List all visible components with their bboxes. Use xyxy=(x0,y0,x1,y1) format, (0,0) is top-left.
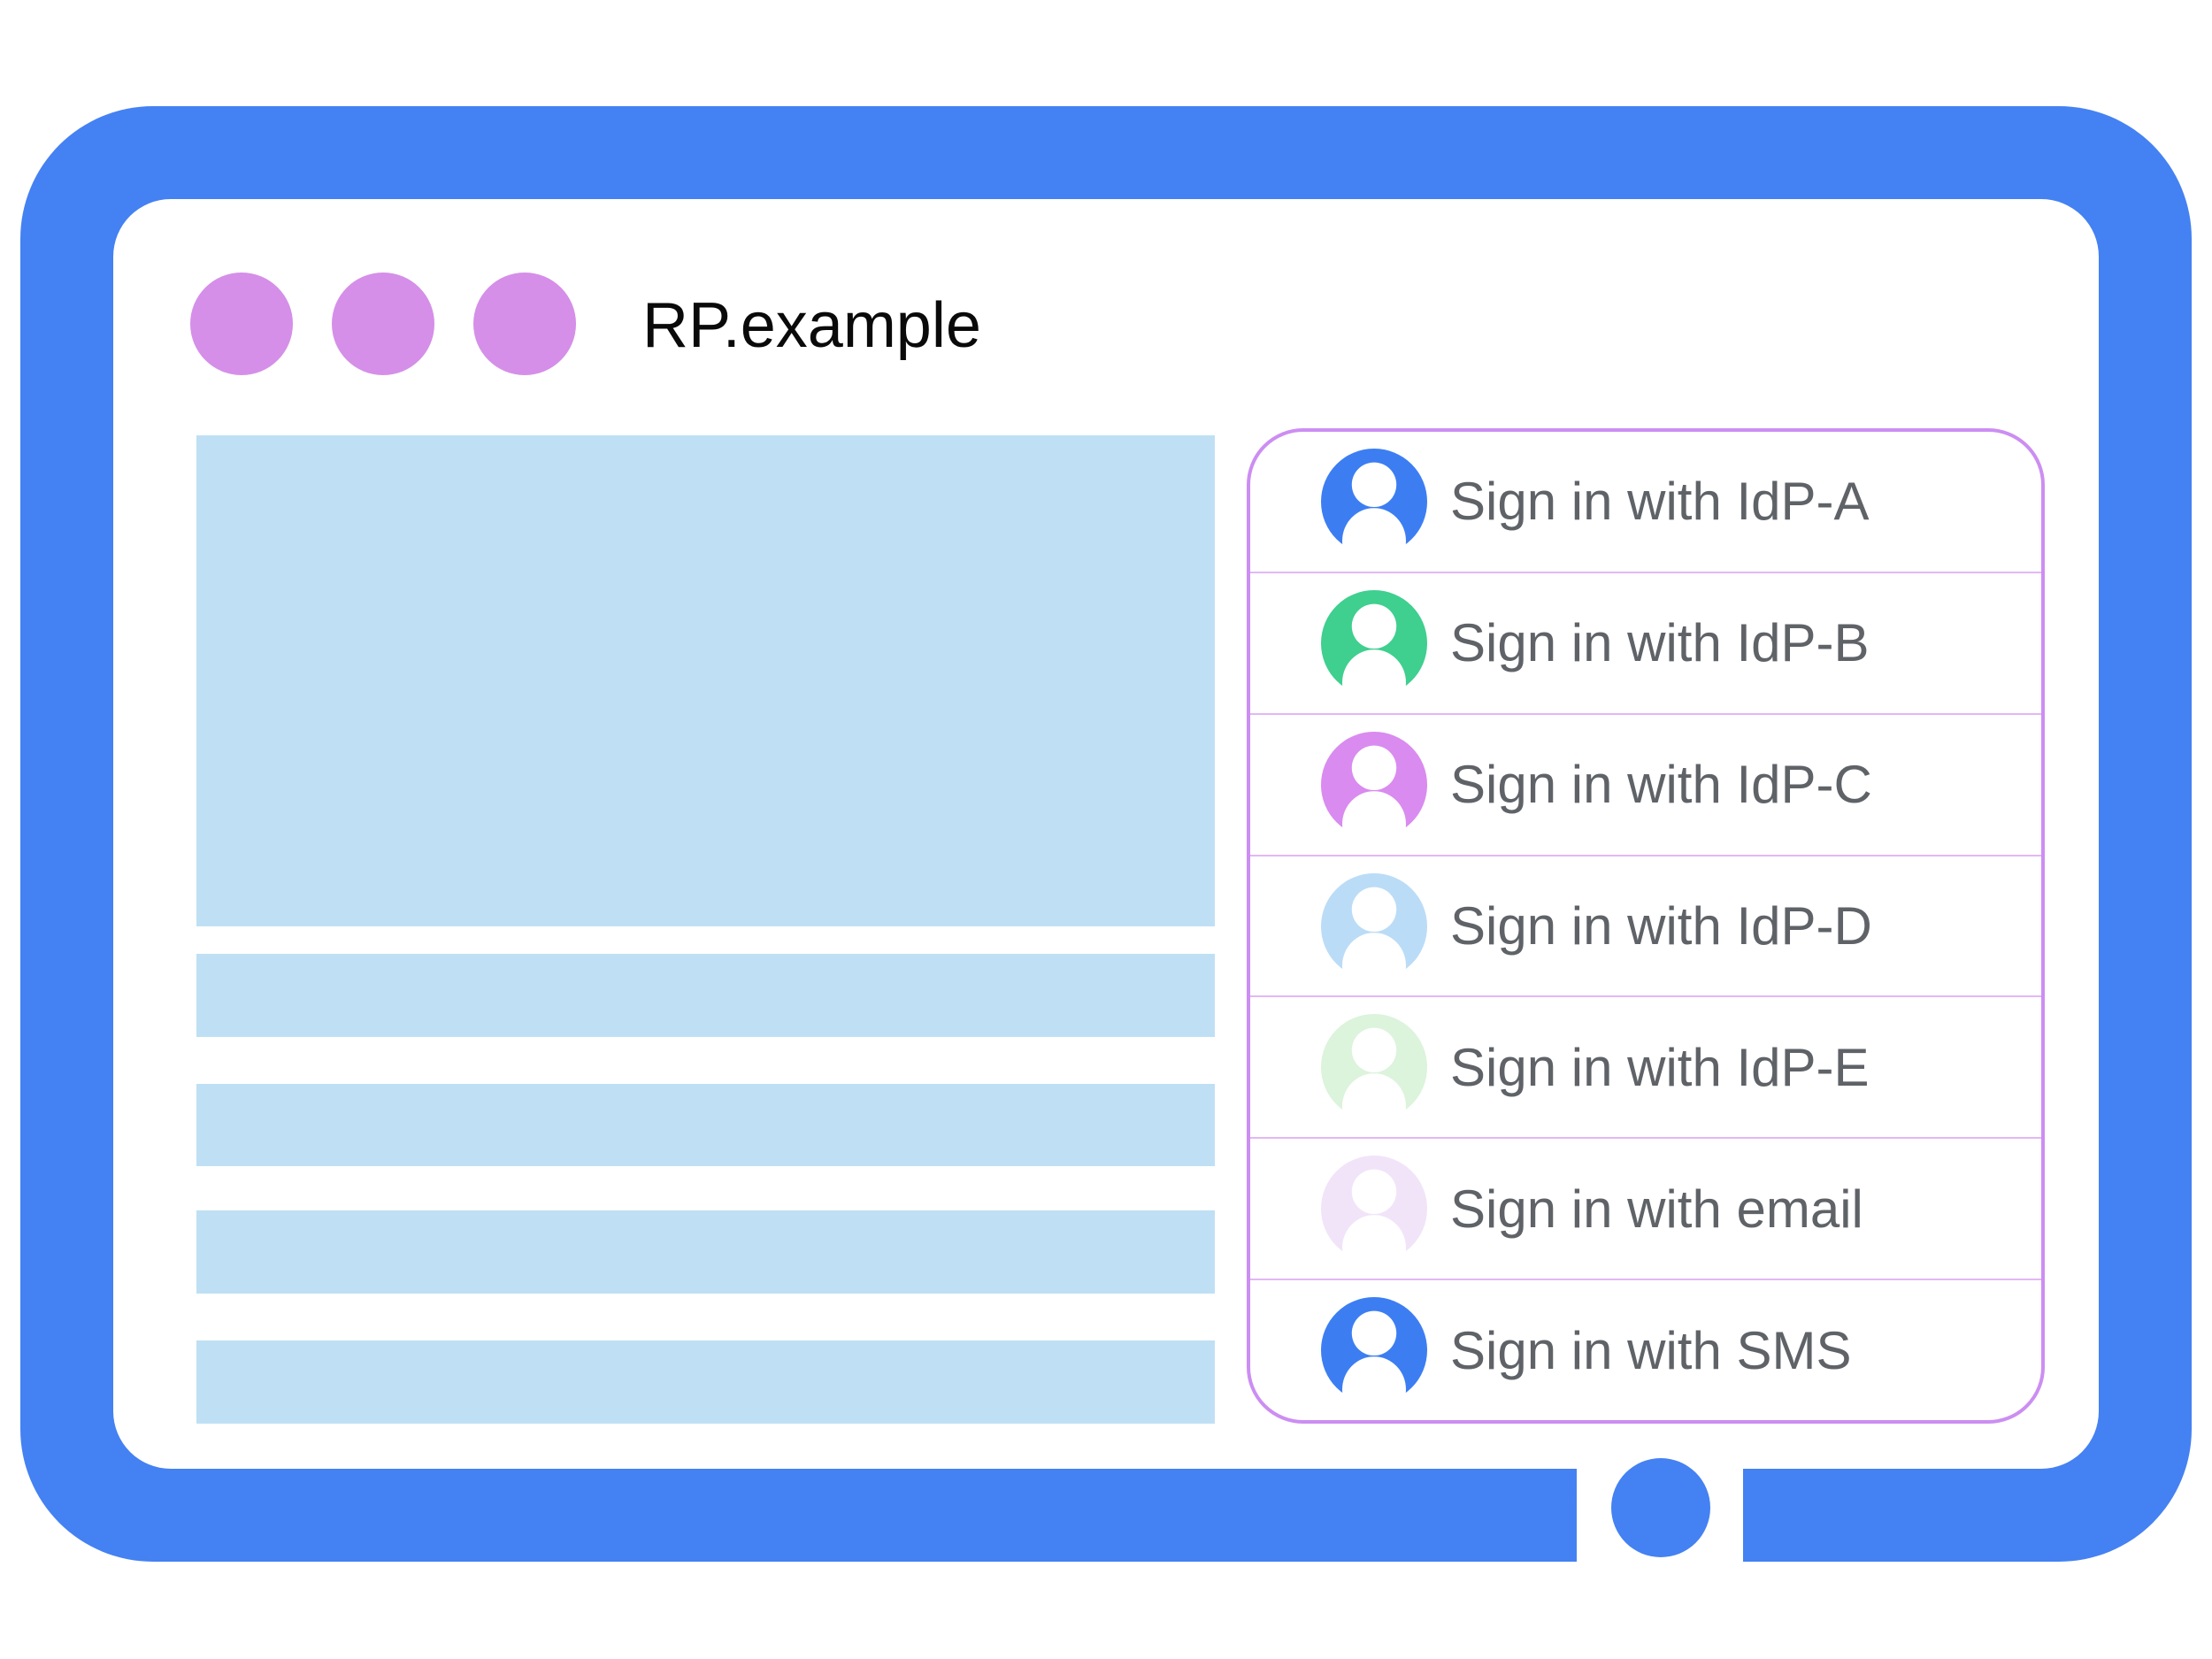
person-avatar-icon xyxy=(1321,1156,1427,1263)
signin-row-sms[interactable]: Sign in with SMS xyxy=(1250,1279,2041,1420)
signin-row-idp-a[interactable]: Sign in with IdP-A xyxy=(1250,432,2041,572)
content-line-placeholder xyxy=(196,954,1215,1037)
signin-label: Sign in with email xyxy=(1450,1179,1863,1239)
person-avatar-icon xyxy=(1321,1297,1427,1404)
content-line-placeholder xyxy=(196,1084,1215,1166)
person-avatar-icon xyxy=(1321,731,1427,838)
window-control-dot-icon[interactable] xyxy=(190,273,293,375)
content-hero-placeholder xyxy=(196,435,1215,926)
signin-label: Sign in with IdP-E xyxy=(1450,1037,1870,1097)
signin-panel: Sign in with IdP-A Sign in with IdP-B Si… xyxy=(1247,428,2045,1424)
signin-label: Sign in with SMS xyxy=(1450,1320,1852,1380)
signin-row-email[interactable]: Sign in with email xyxy=(1250,1137,2041,1279)
signin-row-idp-e[interactable]: Sign in with IdP-E xyxy=(1250,995,2041,1137)
signin-label: Sign in with IdP-A xyxy=(1450,472,1870,532)
signin-row-idp-b[interactable]: Sign in with IdP-B xyxy=(1250,571,2041,713)
window-control-dot-icon[interactable] xyxy=(473,273,576,375)
signin-label: Sign in with IdP-B xyxy=(1450,613,1870,673)
person-avatar-icon xyxy=(1321,448,1427,555)
person-avatar-icon xyxy=(1321,872,1427,979)
person-avatar-icon xyxy=(1321,589,1427,696)
person-avatar-icon xyxy=(1321,1014,1427,1121)
home-button[interactable] xyxy=(1611,1458,1710,1557)
bezel-cap-left xyxy=(1484,1469,1577,1562)
content-line-placeholder xyxy=(196,1210,1215,1294)
signin-label: Sign in with IdP-C xyxy=(1450,755,1872,815)
signin-label: Sign in with IdP-D xyxy=(1450,896,1872,956)
bezel-cap-right xyxy=(1743,1469,1836,1562)
signin-row-idp-c[interactable]: Sign in with IdP-C xyxy=(1250,712,2041,855)
signin-row-idp-d[interactable]: Sign in with IdP-D xyxy=(1250,854,2041,996)
window-control-dot-icon[interactable] xyxy=(332,273,434,375)
page-title: RP.example xyxy=(642,290,981,361)
content-line-placeholder xyxy=(196,1340,1215,1424)
